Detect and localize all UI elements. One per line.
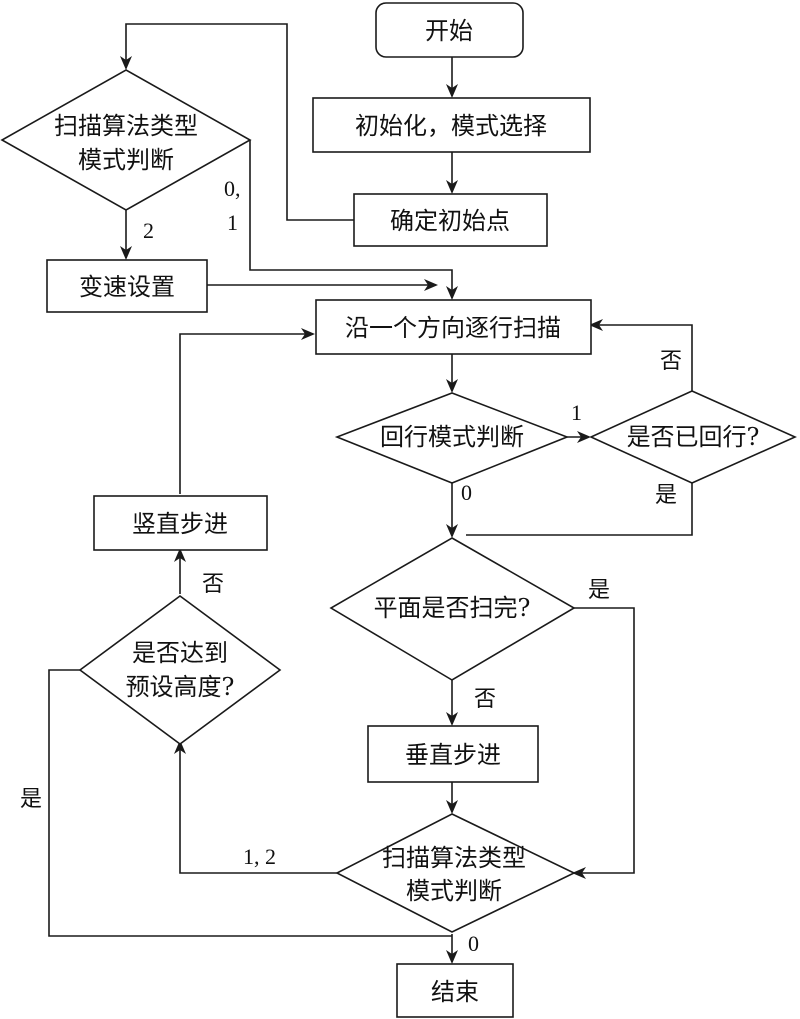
edge-vstepleft-scanrow xyxy=(179,328,315,494)
algo-type-bottom-decision: 扫描算法类型 模式判断 xyxy=(335,813,576,933)
label-top-2: 2 xyxy=(143,218,154,243)
label-height-yes: 是 xyxy=(20,786,42,811)
label-return-1: 1 xyxy=(571,400,582,425)
start-node: 开始 xyxy=(375,2,524,58)
variable-speed-node: 变速设置 xyxy=(46,259,208,313)
height-decision: 是否达到 预设高度? xyxy=(78,595,282,745)
returned-label: 是否已回行? xyxy=(627,423,760,451)
variable-speed-label: 变速设置 xyxy=(79,273,175,301)
edge-height-yes xyxy=(48,669,452,937)
start-label: 开始 xyxy=(425,17,473,45)
return-mode-label: 回行模式判断 xyxy=(380,423,524,451)
height-label-1: 是否达到 xyxy=(132,639,228,667)
algo-type-top-label-1: 扫描算法类型 xyxy=(54,112,198,140)
edge-initpoint-algotop xyxy=(120,23,354,221)
height-label-2: 预设高度? xyxy=(126,673,235,701)
connectors xyxy=(48,23,693,964)
init-node: 初始化，模式选择 xyxy=(312,97,591,153)
end-node: 结束 xyxy=(396,963,514,1018)
algo-type-top-label-2: 模式判断 xyxy=(78,146,174,174)
label-top-01-a: 0, xyxy=(224,176,241,201)
vertical-step-left-label: 竖直步进 xyxy=(132,510,228,538)
label-returned-yes: 是 xyxy=(655,482,677,507)
label-plane-yes: 是 xyxy=(588,577,610,602)
scan-row-node: 沿一个方向逐行扫描 xyxy=(315,299,592,355)
label-bottom-0: 0 xyxy=(468,931,479,956)
return-mode-decision: 回行模式判断 xyxy=(334,392,570,484)
init-point-node: 确定初始点 xyxy=(353,193,548,247)
plane-done-decision: 平面是否扫完? xyxy=(329,537,576,681)
edge-labels: 2 0, 1 1 0 否 是 是 否 1, 2 0 否 是 xyxy=(20,176,682,956)
returned-decision: 是否已回行? xyxy=(589,390,797,484)
label-top-01-b: 1 xyxy=(227,210,238,235)
edge-algobottom-height xyxy=(174,740,337,874)
vertical-step-right-label: 垂直步进 xyxy=(405,741,501,769)
end-label: 结束 xyxy=(431,978,479,1006)
label-height-no: 否 xyxy=(202,571,224,596)
label-plane-no: 否 xyxy=(474,686,496,711)
edge-returned-yes xyxy=(466,483,693,536)
scan-row-label: 沿一个方向逐行扫描 xyxy=(345,314,561,342)
init-label: 初始化，模式选择 xyxy=(355,112,547,140)
label-returned-no: 否 xyxy=(660,348,682,373)
edge-plane-yes xyxy=(572,607,635,879)
plane-done-label: 平面是否扫完? xyxy=(374,594,531,622)
vertical-step-left-node: 竖直步进 xyxy=(93,495,268,551)
label-bottom-12: 1, 2 xyxy=(243,844,276,869)
algo-type-bottom-label-2: 模式判断 xyxy=(406,877,502,905)
init-point-label: 确定初始点 xyxy=(390,207,510,235)
edge-returned-no xyxy=(589,319,693,391)
algo-type-bottom-label-1: 扫描算法类型 xyxy=(382,844,526,872)
algo-type-top-decision: 扫描算法类型 模式判断 xyxy=(0,69,252,211)
edge-algotop-scanrow xyxy=(249,140,458,300)
label-return-0: 0 xyxy=(461,480,472,505)
vertical-step-right-node: 垂直步进 xyxy=(367,725,539,783)
